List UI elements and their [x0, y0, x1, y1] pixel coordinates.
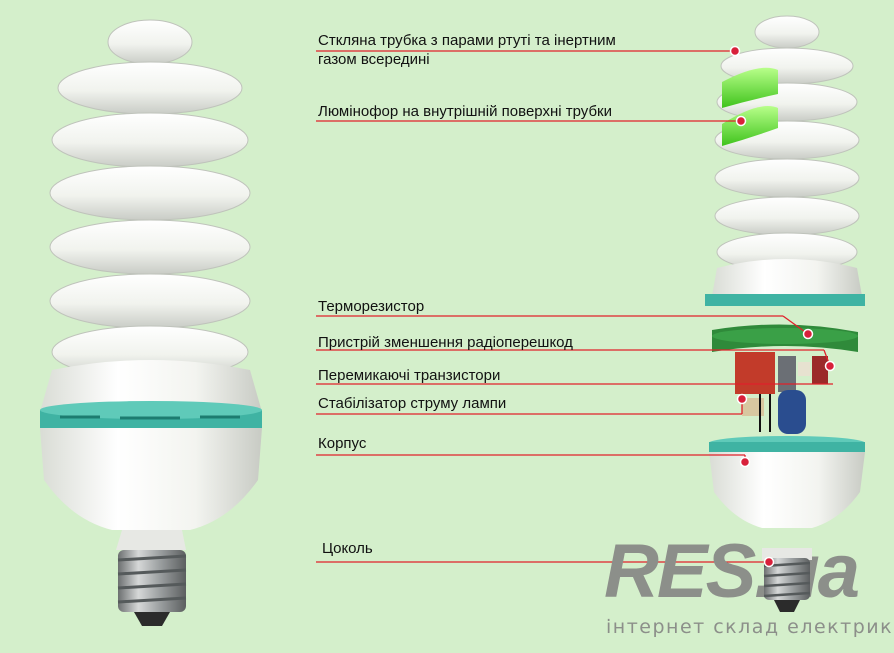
- label-thermistor: Терморезистор: [318, 298, 425, 315]
- phosphor-section-upper: [722, 67, 778, 108]
- left-lamp-spiral: [49, 19, 251, 379]
- label-base: Цоколь: [322, 540, 373, 557]
- label-current-stabilizer: Стабілізатор струму лампи: [318, 395, 507, 412]
- left-lamp-housing: [40, 360, 262, 530]
- label-glass-tube-line2: газом всередині: [318, 51, 430, 68]
- left-lamp-base: [116, 530, 187, 626]
- label-glass-tube-line1: Стклянa трубка з парами ртуті та інертни…: [318, 32, 616, 49]
- right-lamp-spiral: [705, 15, 865, 306]
- brand-logo: RES.ua: [604, 529, 860, 614]
- brand-tagline: інтернет склад електрики: [606, 616, 894, 638]
- label-rfi-filter: Пристрій зменшення радіоперешкод: [318, 334, 573, 351]
- leader-lines: [316, 50, 833, 563]
- right-lamp-housing: [709, 436, 865, 528]
- label-phosphor: Люмінофор на внутрішній поверхні трубки: [318, 103, 612, 120]
- label-housing: Корпус: [318, 435, 367, 452]
- right-lamp-circuit-board: [712, 324, 858, 434]
- label-switching-transistors: Перемикаючі транзистори: [318, 367, 501, 384]
